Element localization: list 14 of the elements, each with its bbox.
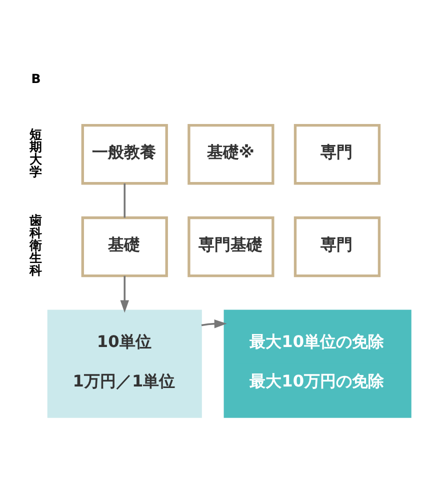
node-box: 一般教養 — [81, 123, 168, 184]
arrow — [120, 275, 130, 312]
label: B — [31, 70, 41, 86]
label: 短期大学 — [29, 126, 42, 178]
node-box: 専門 — [294, 216, 381, 277]
node-box: 基礎※ — [188, 123, 274, 184]
node-box: 10単位 1万円／1単位 — [47, 309, 202, 418]
arrow — [201, 318, 227, 328]
node-box: 専門基礎 — [188, 216, 274, 277]
node-box: 最大10単位の免除 最大10万円の免除 — [224, 309, 412, 418]
label: 歯科衛生科 — [29, 212, 42, 278]
connector — [124, 182, 126, 218]
node-box: 基礎 — [81, 216, 168, 277]
node-box: 専門 — [294, 123, 381, 184]
